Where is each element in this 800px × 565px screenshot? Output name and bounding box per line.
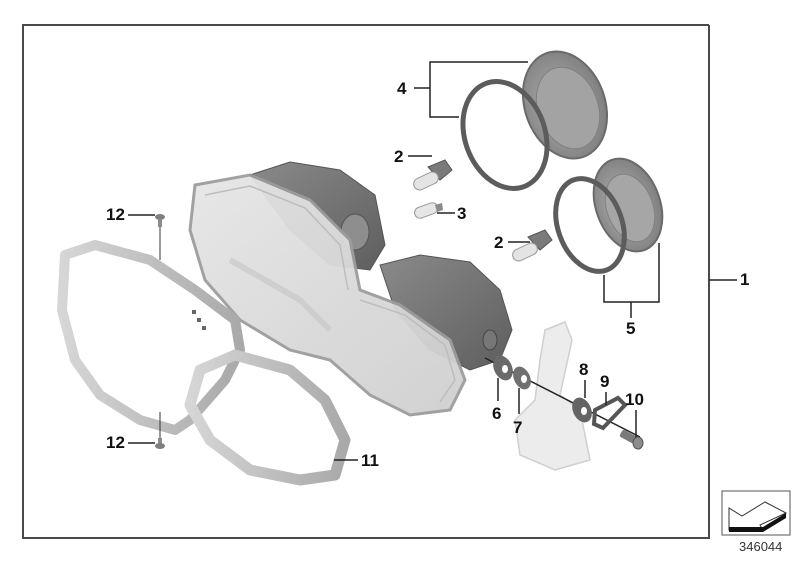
callout-10: 10	[625, 390, 644, 409]
bracket-4	[414, 61, 528, 118]
cover-cap-upper	[521, 50, 609, 160]
mounting-bracket	[514, 321, 591, 471]
callout-6: 6	[492, 404, 502, 423]
screw-12-top	[155, 214, 165, 260]
callout-2-lower: 2	[494, 233, 504, 252]
seal-ring-lower	[553, 176, 627, 274]
headlight-housing	[188, 161, 513, 417]
seal-ring-upper	[460, 79, 550, 191]
gasket-9	[591, 395, 628, 431]
callout-5: 5	[626, 319, 636, 338]
screw-12-bottom	[155, 412, 165, 449]
callout-12-bottom: 12	[106, 433, 125, 452]
screw-10	[619, 429, 644, 450]
callout-11: 11	[361, 451, 379, 470]
callout-8: 8	[579, 360, 589, 379]
bulb-lower	[512, 229, 553, 262]
callout-2-upper: 2	[394, 147, 404, 166]
trim-frame-outer	[57, 240, 245, 435]
bulb-upper	[413, 159, 453, 191]
document-number: 346044	[739, 539, 783, 554]
diagram-frame	[22, 24, 710, 539]
direction-arrow-icon	[721, 490, 791, 536]
bracket-5	[603, 243, 660, 318]
cover-cap-lower	[592, 157, 664, 253]
callout-3: 3	[457, 204, 467, 223]
callout-12-top: 12	[106, 205, 125, 224]
bulb-wedge	[414, 202, 443, 219]
callout-9: 9	[600, 372, 610, 391]
trim-ring	[184, 349, 351, 486]
washer-6	[493, 355, 513, 381]
leaders-6-10	[497, 378, 637, 437]
callout-4: 4	[397, 79, 407, 98]
callout-7: 7	[513, 418, 523, 437]
washer-8	[572, 397, 592, 423]
washer-7	[513, 366, 531, 390]
callout-1: 1	[740, 270, 750, 289]
